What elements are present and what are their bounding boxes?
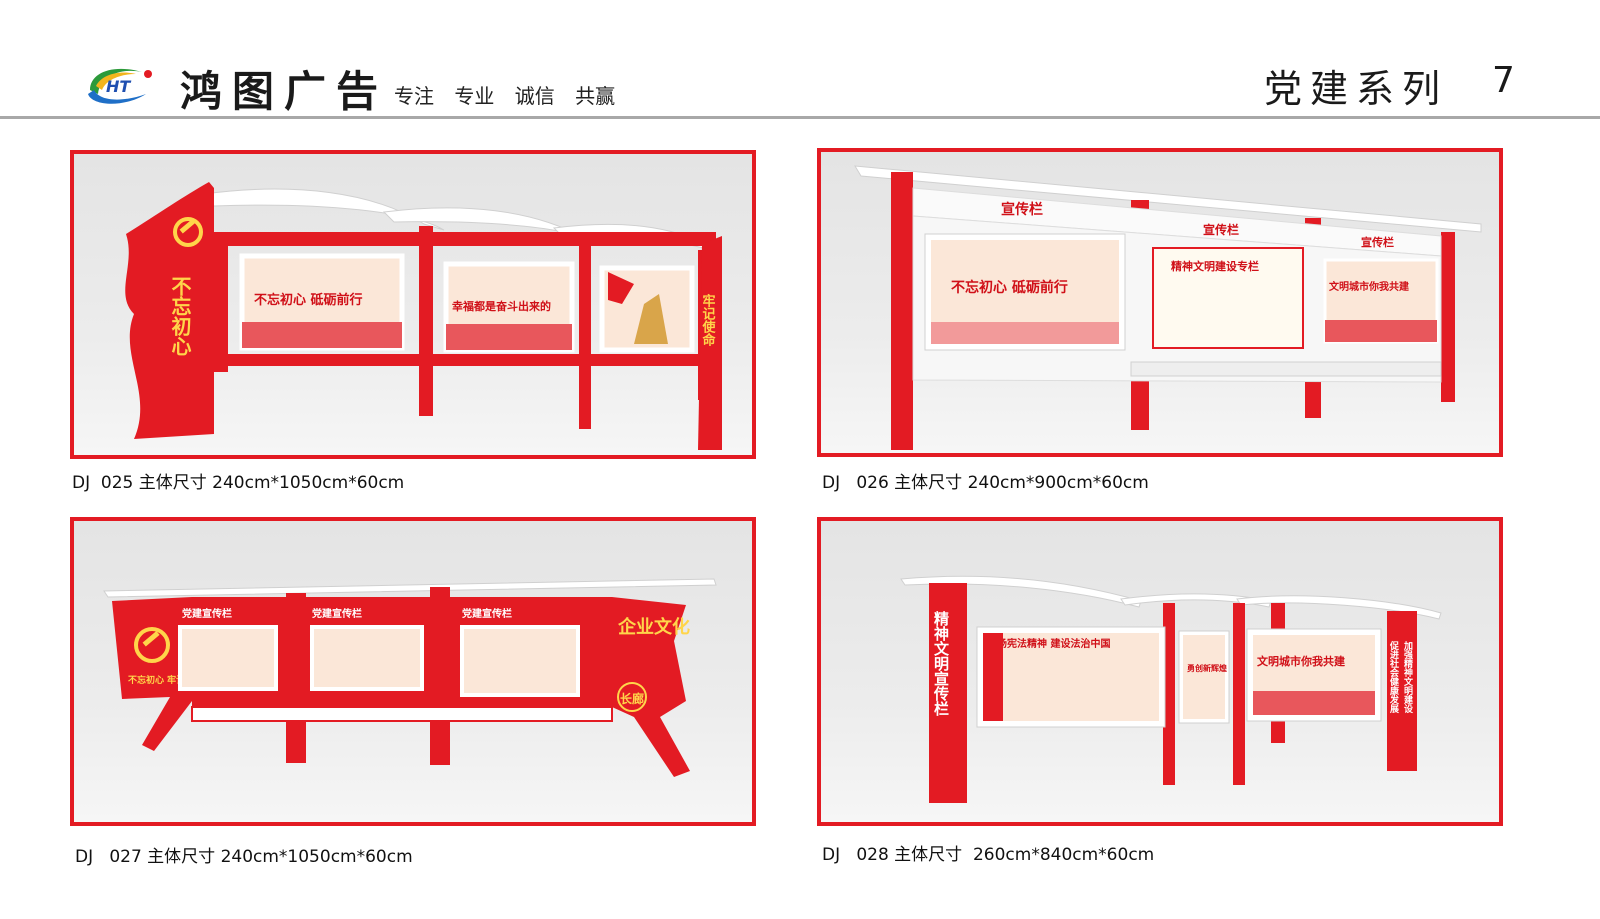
product-image-dj027: 不忘初心 牢记使命 党建宣传栏 党建宣传栏 党建宣传栏 企业文化 长廊 bbox=[70, 517, 756, 826]
slogan: 专注 专业 诚信 共赢 bbox=[394, 80, 629, 109]
product-image-dj026: 宣传栏 宣传栏 宣传栏 不忘初心 砥砺前行 精神文明建设专栏 文明城市你我共建 bbox=[817, 148, 1503, 457]
billboard-illustration: 不忘初心 牢记使命 党建宣传栏 党建宣传栏 党建宣传栏 企业文化 长廊 bbox=[103, 578, 717, 777]
brand-name: 鸿图广告 bbox=[180, 67, 389, 116]
poster-title: 文明城市你我共建 bbox=[1257, 654, 1346, 668]
slogan-item: 专注 bbox=[394, 84, 434, 108]
board-header: 宣传栏 bbox=[1001, 201, 1043, 218]
poster-title: 精神文明建设专栏 bbox=[1171, 259, 1259, 273]
slogan-item: 共赢 bbox=[575, 84, 616, 108]
pillar-text: 精神文明宣传栏 bbox=[932, 610, 950, 717]
page-header: HT 鸿图广告 专注 专业 诚信 共赢 党建系列 7 bbox=[0, 0, 1600, 118]
svg-text:HT: HT bbox=[106, 77, 131, 96]
page-number: 7 bbox=[1492, 60, 1515, 101]
pillar-text: 加强精神文明建设 bbox=[1402, 640, 1414, 714]
header-divider bbox=[0, 116, 1600, 119]
slogan-left-char: 不忘初心 bbox=[168, 276, 192, 356]
poster-title: 不忘初心 砥砺前行 bbox=[951, 279, 1068, 296]
company-logo: HT bbox=[88, 68, 152, 104]
party-emblem-icon bbox=[173, 217, 203, 247]
side-slogan: 长廊 bbox=[620, 691, 644, 706]
product-image-dj028: 精神文明宣传栏 促进社会健康发展 加强精神文明建设 弘扬宪法精神 建设法治中国 … bbox=[817, 517, 1503, 826]
poster-title: 弘扬宪法精神 建设法治中国 bbox=[987, 637, 1110, 650]
board-header: 党建宣传栏 bbox=[312, 607, 362, 620]
side-slogan: 企业文化 bbox=[617, 616, 690, 638]
slogan-right-char: 牢记使命 bbox=[700, 293, 717, 347]
slogan-item: 诚信 bbox=[514, 84, 555, 108]
product-image-dj025: 不忘初心 牢记使命 不忘初心 砥砺前行 幸福都是奋斗出来的 bbox=[70, 150, 756, 459]
board-header: 党建宣传栏 bbox=[462, 607, 512, 620]
poster-title: 勇创新辉煌 bbox=[1187, 663, 1227, 673]
party-emblem-icon bbox=[134, 627, 170, 663]
billboard-illustration: 宣传栏 宣传栏 宣传栏 不忘初心 砥砺前行 精神文明建设专栏 文明城市你我共建 bbox=[854, 165, 1482, 450]
poster-title: 文明城市你我共建 bbox=[1329, 280, 1410, 293]
poster-title: 幸福都是奋斗出来的 bbox=[452, 299, 551, 313]
pillar-text: 促进社会健康发展 bbox=[1388, 640, 1400, 714]
product-caption: DJ 027 主体尺寸 240cm*1050cm*60cm bbox=[75, 847, 413, 867]
poster-title: 不忘初心 砥砺前行 bbox=[254, 292, 363, 308]
billboard-illustration: 不忘初心 牢记使命 不忘初心 砥砺前行 幸福都是奋斗出来的 bbox=[125, 182, 723, 450]
product-caption: DJ 026 主体尺寸 240cm*900cm*60cm bbox=[822, 473, 1149, 493]
series-title: 党建系列 bbox=[1264, 67, 1449, 111]
product-caption: DJ 028 主体尺寸 260cm*840cm*60cm bbox=[822, 845, 1155, 865]
slogan-item: 专业 bbox=[454, 84, 495, 108]
board-header: 宣传栏 bbox=[1203, 222, 1239, 237]
billboard-illustration: 精神文明宣传栏 促进社会健康发展 加强精神文明建设 弘扬宪法精神 建设法治中国 … bbox=[900, 575, 1442, 803]
board-header: 宣传栏 bbox=[1361, 235, 1394, 249]
product-caption: DJ 025 主体尺寸 240cm*1050cm*60cm bbox=[72, 473, 405, 493]
board-header: 党建宣传栏 bbox=[182, 607, 232, 620]
